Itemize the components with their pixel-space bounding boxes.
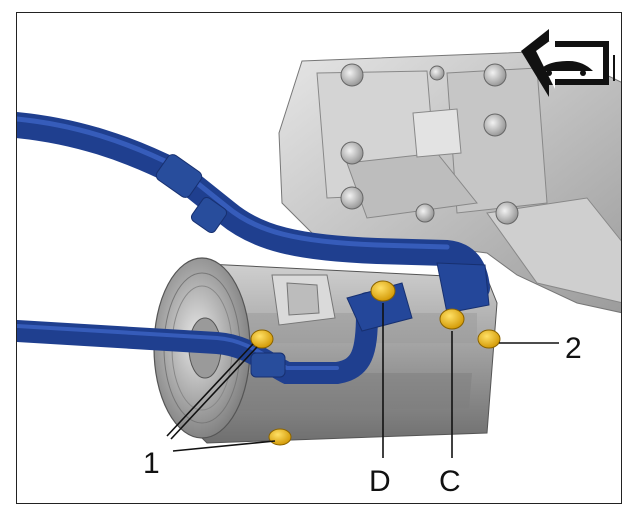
engine-bracket bbox=[278, 50, 621, 314]
leader-lines bbox=[166, 303, 559, 458]
diagram-frame: 1 2 D C bbox=[16, 12, 622, 504]
yellow-bolts bbox=[250, 280, 501, 446]
arrow-left-vehicle-front-icon bbox=[521, 29, 615, 97]
callout-C: C bbox=[439, 465, 461, 498]
bolt-C bbox=[439, 308, 465, 330]
bolt-1-upper bbox=[250, 329, 274, 349]
bracket-screws bbox=[340, 63, 519, 225]
refrigerant-line-lower bbox=[17, 282, 413, 384]
callout-2: 2 bbox=[565, 332, 582, 365]
ac-compressor bbox=[176, 262, 498, 444]
refrigerant-line-upper bbox=[17, 112, 490, 314]
callout-D: D bbox=[369, 465, 391, 498]
compressor-illustration: 1 2 D C bbox=[17, 29, 621, 498]
bolt-D bbox=[370, 280, 396, 302]
bolt-1-lower bbox=[268, 428, 292, 446]
callout-1: 1 bbox=[143, 447, 160, 480]
bolt-2 bbox=[477, 329, 501, 349]
